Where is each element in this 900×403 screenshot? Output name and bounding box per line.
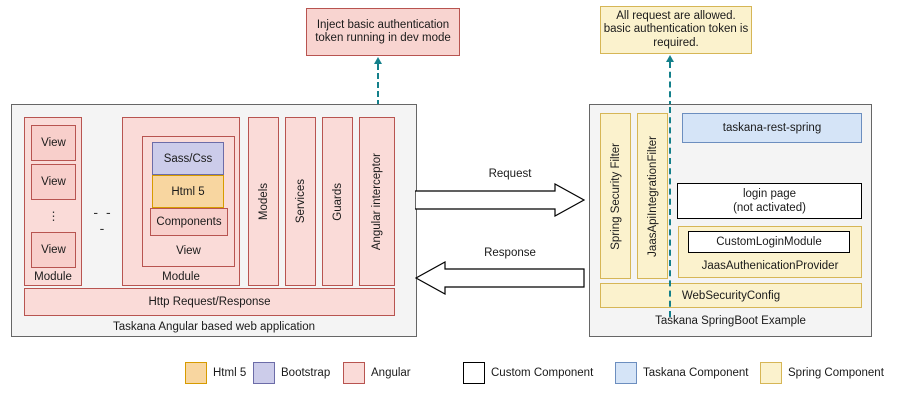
- column-angular-interceptor-label: Angular interceptor: [371, 152, 383, 251]
- legend-item-angular: Angular: [343, 362, 411, 384]
- http-request-response-bar[interactable]: Http Request/Response: [24, 288, 395, 316]
- legend-item-custom-component: Custom Component: [463, 362, 593, 384]
- legend-label-taskana-component: Taskana Component: [643, 367, 749, 379]
- taskana-rest-spring-label: taskana-rest-spring: [722, 122, 822, 134]
- callout-angular-text: Inject basic authentication token runnin…: [315, 18, 451, 45]
- column-guards[interactable]: Guards: [322, 117, 353, 286]
- login-page-line-1: login page: [742, 188, 797, 200]
- legend-swatch-taskana-icon: [615, 362, 637, 384]
- jaas-authentication-provider-label: JaasAuthenicationProvider: [701, 260, 839, 272]
- module-one-view-3[interactable]: View: [31, 232, 76, 268]
- column-services[interactable]: Services: [285, 117, 316, 286]
- legend-item-spring-component: Spring Component: [760, 362, 884, 384]
- login-page-line-2: (not activated): [733, 202, 806, 214]
- connector-spring-dashed-line-inner: [669, 107, 671, 317]
- callout-spring-text: All request are allowed. basic authentic…: [603, 9, 749, 49]
- legend-item-html5: Html 5: [185, 362, 246, 384]
- callout-spring-note: All request are allowed. basic authentic…: [600, 6, 752, 54]
- web-security-config-box[interactable]: WebSecurityConfig: [600, 283, 862, 308]
- filter-spring-security[interactable]: Spring Security Filter: [600, 113, 631, 279]
- legend-label-angular: Angular: [371, 367, 411, 379]
- response-arrow-label: Response: [484, 247, 536, 259]
- module-one-view-2-label: View: [41, 176, 66, 188]
- module-two-label: Module: [162, 271, 200, 283]
- module-one-view-3-label: View: [41, 244, 66, 256]
- legend-swatch-spring-icon: [760, 362, 782, 384]
- http-request-response-label: Http Request/Response: [148, 296, 271, 308]
- module-two-view-label: View: [176, 245, 201, 257]
- column-services-label: Services: [294, 179, 307, 224]
- taskana-rest-spring-box[interactable]: taskana-rest-spring: [682, 113, 862, 143]
- column-angular-interceptor[interactable]: Angular interceptor: [359, 117, 395, 286]
- module-two-item-html5[interactable]: Html 5: [152, 175, 224, 208]
- module-two-item-components-label: Components: [156, 216, 222, 228]
- filter-spring-security-label: Spring Security Filter: [609, 142, 622, 250]
- modules-separator-label: - - -: [93, 204, 113, 236]
- module-one-ellipsis-label: ⋮: [47, 209, 60, 223]
- legend-label-custom-component: Custom Component: [491, 367, 594, 379]
- module-two-item-sass-css-label: Sass/Css: [163, 152, 213, 165]
- legend-label-bootstrap: Bootstrap: [281, 367, 331, 379]
- connector-spring-arrowhead-icon: [666, 55, 674, 62]
- web-security-config-label: WebSecurityConfig: [681, 289, 781, 302]
- custom-login-module-label: CustomLoginModule: [716, 236, 822, 248]
- modules-separator-ellipsis-icon: - - -: [88, 204, 118, 236]
- legend-swatch-angular-icon: [343, 362, 365, 384]
- login-page-box[interactable]: login page (not activated): [677, 183, 862, 219]
- filter-jaas-api-integration-label: JaasApiIntegrationFilter: [646, 135, 659, 257]
- custom-login-module-box[interactable]: CustomLoginModule: [688, 231, 850, 253]
- legend-swatch-custom-icon: [463, 362, 485, 384]
- module-one-view-1[interactable]: View: [31, 125, 76, 161]
- left-panel-caption: Taskana Angular based web application: [112, 321, 316, 333]
- module-one-view-2[interactable]: View: [31, 164, 76, 200]
- module-one-label: Module: [34, 271, 72, 283]
- legend-label-spring-component: Spring Component: [788, 367, 884, 379]
- module-two-item-sass-css[interactable]: Sass/Css: [152, 142, 224, 175]
- filter-jaas-api-integration[interactable]: JaasApiIntegrationFilter: [637, 113, 668, 279]
- connector-angular-arrowhead-icon: [374, 57, 382, 64]
- callout-angular-note: Inject basic authentication token runnin…: [306, 8, 460, 56]
- module-one-view-1-label: View: [41, 137, 66, 149]
- right-panel-caption: Taskana SpringBoot Example: [655, 315, 806, 327]
- request-arrow-icon: [415, 183, 585, 217]
- legend-label-html5: Html 5: [213, 367, 247, 379]
- module-two-item-components[interactable]: Components: [150, 208, 228, 236]
- legend-swatch-html5-icon: [185, 362, 207, 384]
- module-one-vertical-ellipsis-icon: ⋮: [31, 203, 76, 229]
- legend-item-taskana-component: Taskana Component: [615, 362, 748, 384]
- column-guards-label: Guards: [331, 182, 344, 221]
- connector-spring-dashed-line: [669, 62, 671, 107]
- legend-swatch-bootstrap-icon: [253, 362, 275, 384]
- column-models[interactable]: Models: [248, 117, 279, 286]
- request-arrow-label: Request: [488, 168, 532, 180]
- response-arrow-icon: [415, 261, 585, 295]
- connector-angular-dashed-line: [377, 64, 379, 106]
- legend-item-bootstrap: Bootstrap: [253, 362, 330, 384]
- module-two-item-html5-label: Html 5: [171, 185, 205, 198]
- column-models-label: Models: [257, 182, 270, 221]
